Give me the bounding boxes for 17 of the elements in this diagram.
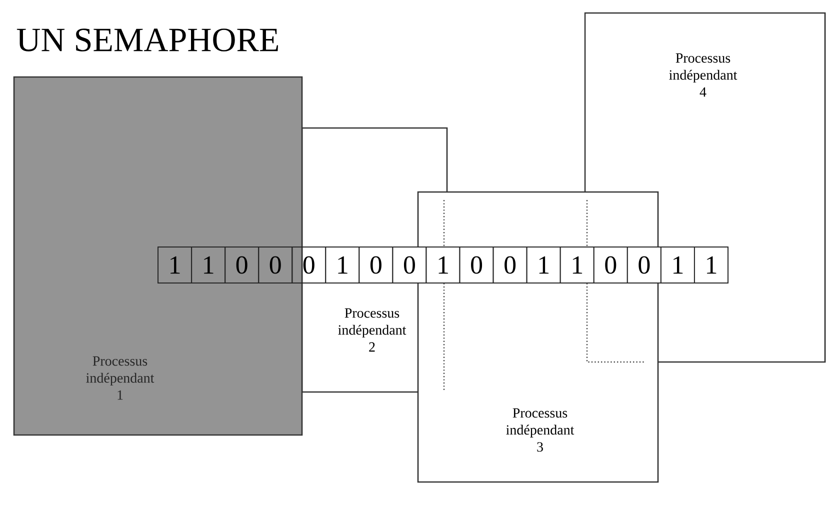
bit-cell: 0: [224, 246, 260, 284]
bit-cell: 0: [492, 246, 528, 284]
bit-cell: 1: [660, 246, 695, 284]
bit-cell: 0: [593, 246, 628, 284]
title: UN SEMAPHORE: [16, 28, 278, 52]
bit-cell: 1: [325, 246, 360, 284]
bit-cell: 0: [626, 246, 662, 284]
bit-cell: 1: [560, 246, 594, 284]
bit-cell: 1: [694, 246, 728, 284]
bit-cell: 1: [158, 246, 192, 284]
bit-cell: 0: [258, 246, 293, 284]
bit-cell: 0: [459, 246, 494, 284]
bit-cell: 0: [392, 246, 427, 284]
bit-cell: 0: [358, 246, 394, 284]
bit-cell: 1: [191, 246, 226, 284]
bit-cell: 1: [426, 246, 460, 284]
bit-cell: 1: [526, 246, 561, 284]
